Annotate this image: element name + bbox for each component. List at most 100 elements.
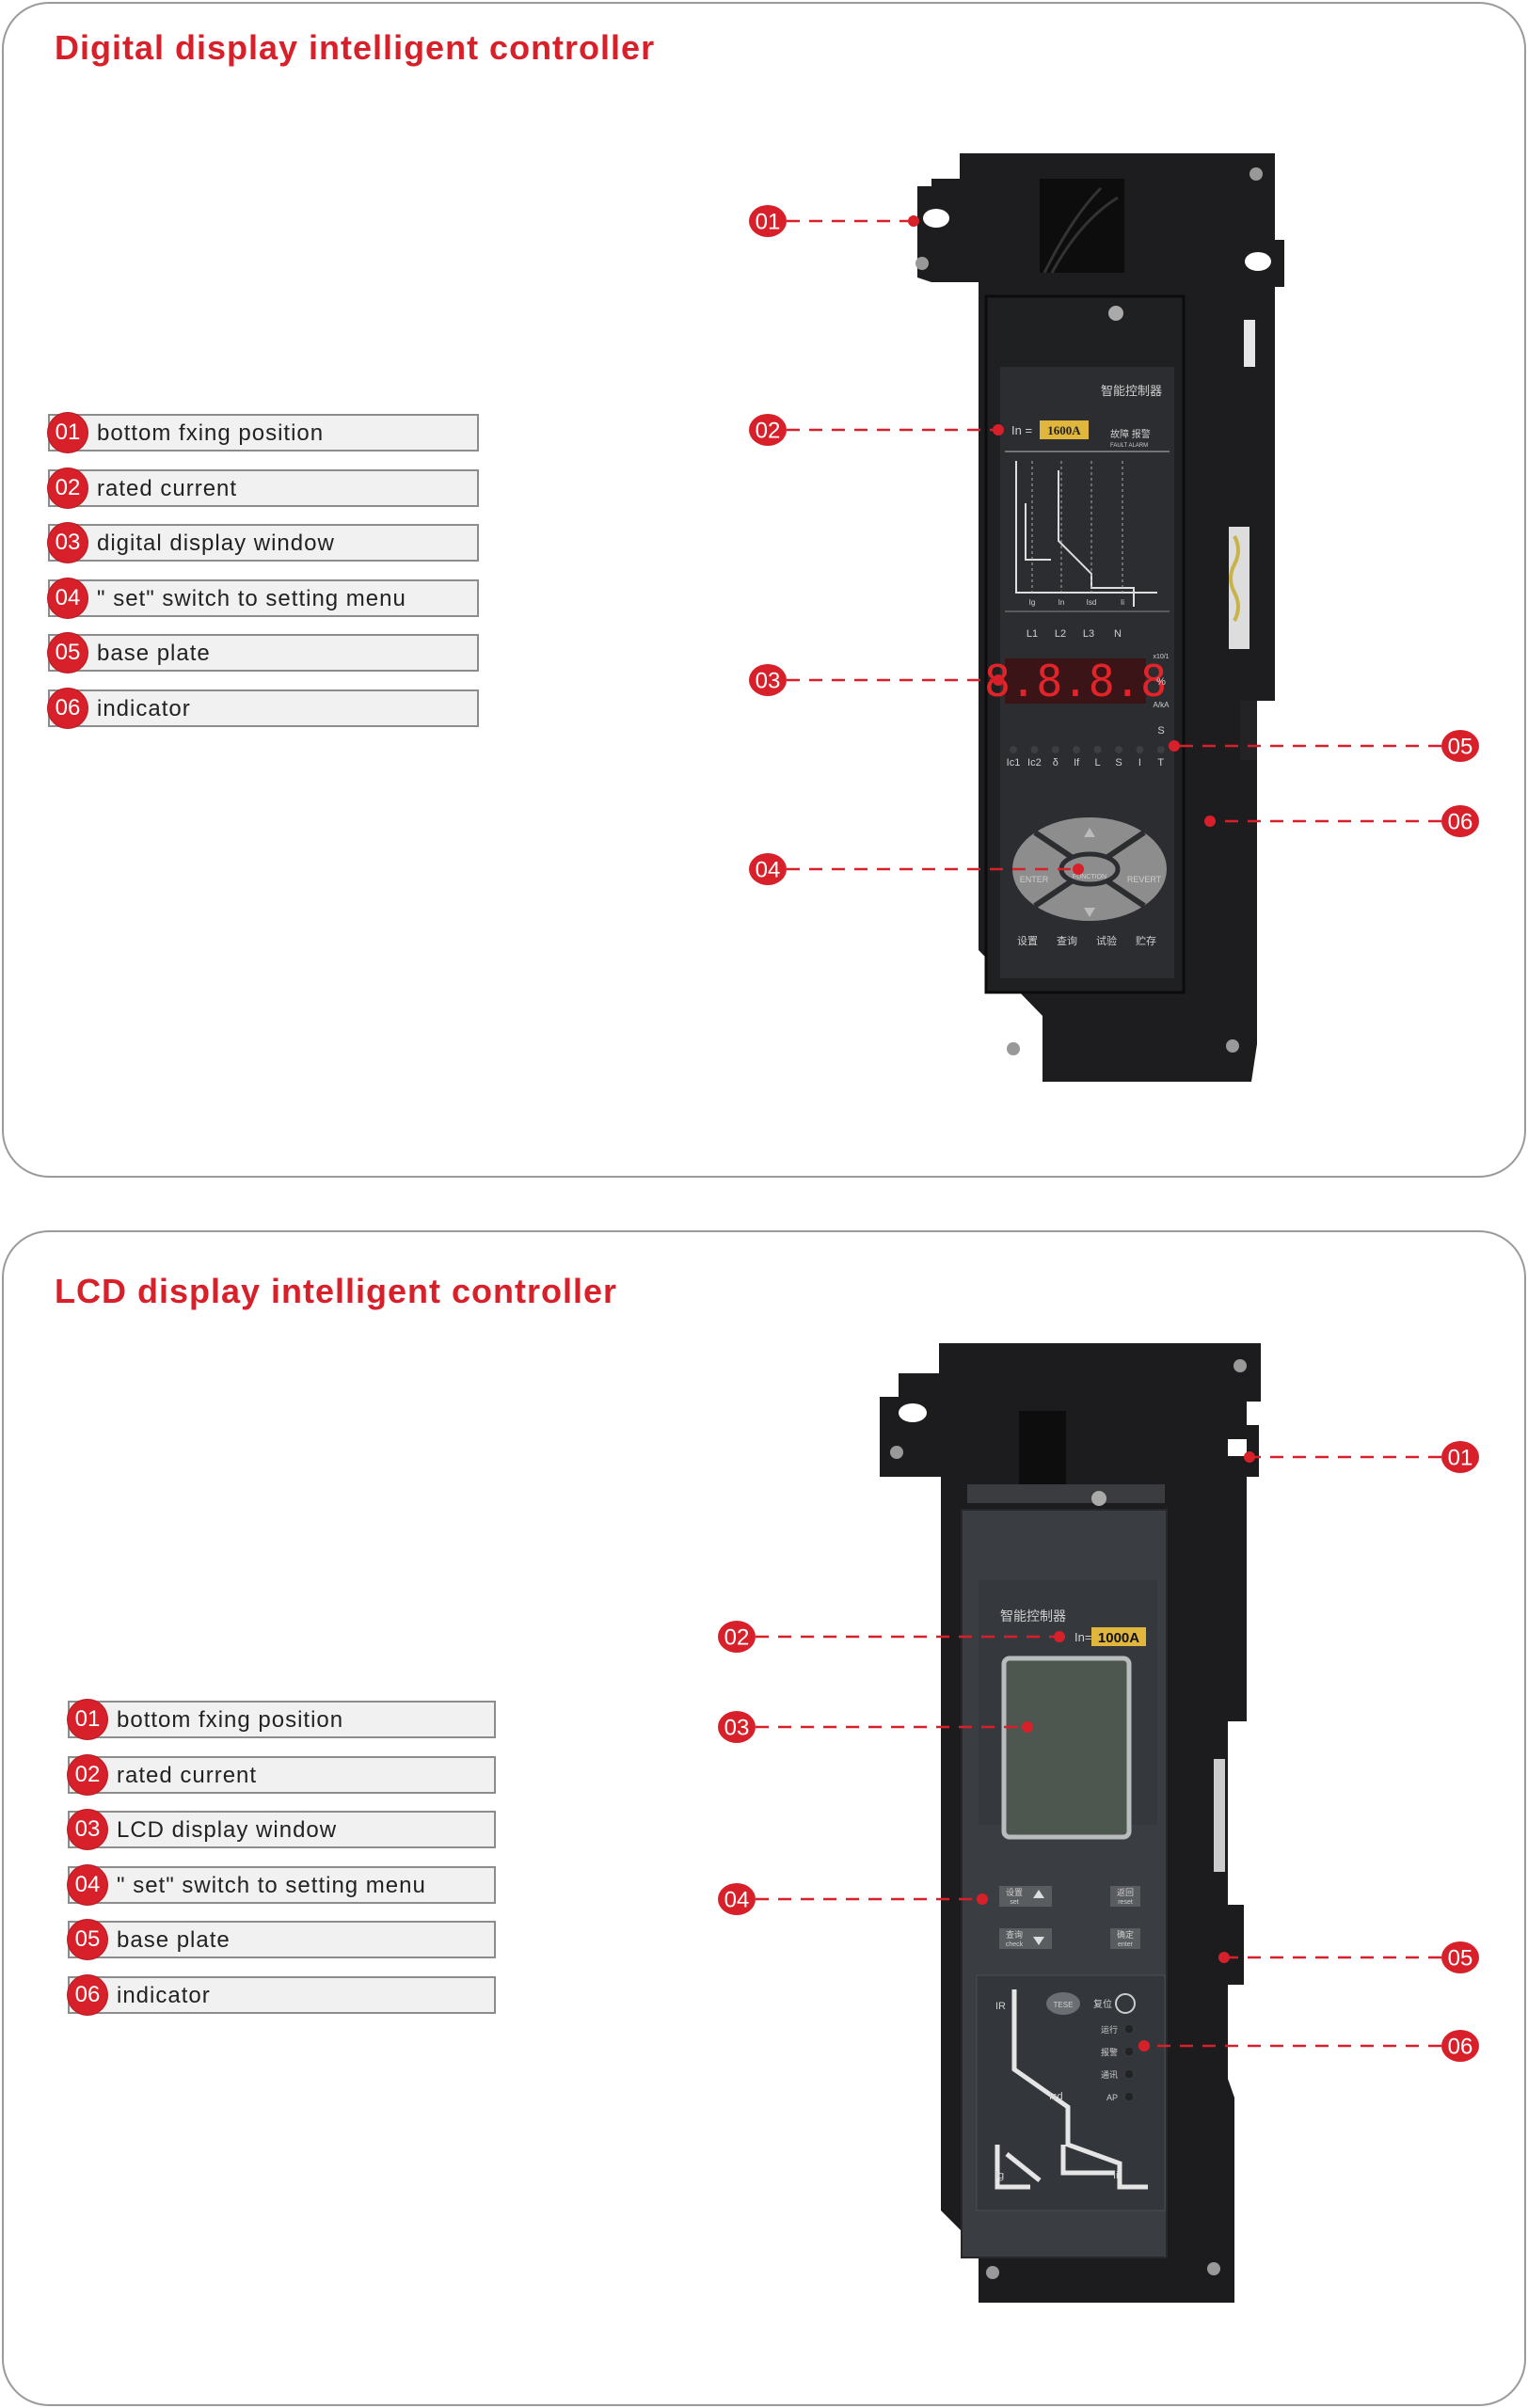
device-label: S [1115,757,1122,768]
svg-text:FUNCTION: FUNCTION [1073,874,1106,880]
svg-text:In=: In= [1074,1630,1091,1644]
device-label: IR [995,2001,1006,2012]
device-label: L3 [1083,628,1094,640]
device-label: 通讯 [1101,2070,1118,2080]
legend-item: 02 rated current [68,1754,496,1795]
legend-label: " set" switch to setting menu [97,585,406,611]
device-label: 试验 [1096,934,1117,947]
legend-number-badge: 04 [48,578,88,618]
device-label: 运行 [1101,2024,1118,2035]
callout-number: 03 [756,669,781,694]
legend-label: bottom fxing position [117,1707,344,1733]
legend-number-badge: 01 [68,1700,107,1739]
legend-label: base plate [97,641,211,667]
callout-03: 03 [718,1711,1033,1743]
legend-label: bottom fxing position [97,420,325,446]
legend-item: 06 indicator [68,1975,496,2015]
legend-label: rated current [117,1762,258,1788]
legend-item: 04" set" switch to setting menu [68,1864,496,1905]
svg-text:FAULT ALARM: FAULT ALARM [1110,443,1148,449]
legend-label: digital display window [97,531,335,557]
svg-text:REVERT: REVERT [1127,875,1162,884]
callout-04: 04 [718,1883,988,1915]
svg-text:In =: In = [1011,423,1032,437]
legend-item: 03 LCD display window [68,1810,496,1850]
device-label: T [1157,757,1164,768]
device-label: Ig [1029,598,1036,607]
device-label: Isd [1049,2091,1063,2102]
legend-label: base plate [117,1927,231,1954]
device-label: I [1138,757,1141,768]
device-label: Ig [995,2170,1004,2181]
device-label: L [1095,757,1101,768]
device-label: Ic1 [1007,757,1021,768]
svg-text:1600A: 1600A [1047,423,1081,437]
device-label: S [1157,725,1164,737]
device-label: 查询 [1006,1929,1023,1940]
device-label: check [1006,1941,1024,1948]
device-label: 确定 [1117,1929,1134,1940]
legend-label: indicator [117,1983,211,2008]
legend-number-badge: 06 [68,1975,107,2015]
legend-item: 04 " set" switch to setting menu [48,578,479,618]
callout-number: 03 [724,1716,750,1741]
callout-02: 02 [718,1621,1065,1653]
callout-number: 06 [1448,810,1473,835]
legend-number-badge: 02 [48,467,88,508]
svg-text:1000A: 1000A [1098,1630,1139,1646]
lcd-controller-image: 智能控制器 In= 1000A 设置set返回reset查询check确定ent… [880,1343,1261,2303]
legend-label: rated current [97,475,238,501]
callout-06: 06 [1204,805,1479,837]
device-label: reset [1118,1899,1133,1906]
svg-text:8.8.8.8: 8.8.8.8 [984,656,1167,706]
device-label: enter [1118,1941,1134,1948]
legend-item: 01 bottom fxing position [48,413,479,452]
svg-text:智能控制器: 智能控制器 [1101,384,1162,398]
device-label: x10/1 [1153,654,1169,660]
device-label: 设置 [1017,935,1038,947]
callout-06: 06 [1138,2030,1479,2062]
device-label: Ii [1121,598,1124,607]
device-label: N [1114,628,1122,640]
callout-05: 05 [1218,1941,1479,1973]
legend-number-badge: 02 [68,1754,107,1795]
device-label: L1 [1027,628,1038,640]
legend-number-badge: 05 [68,1920,107,1960]
legend-item: 05 base plate [48,633,479,673]
svg-text:智能控制器: 智能控制器 [1000,1608,1066,1624]
callout-number: 06 [1448,2035,1473,2060]
callout-number: 04 [756,858,781,883]
section-title: Digital display intelligent controller [55,28,656,67]
device-label: In [1058,598,1065,607]
device-label: % [1156,676,1166,688]
legend-label: indicator [97,696,191,721]
device-label: If [1074,757,1080,768]
device-label: δ [1053,757,1058,768]
device-label: set [1010,1899,1018,1906]
callout-number: 01 [756,210,781,235]
legend-number-badge: 05 [48,633,88,673]
callout-03: 03 [749,664,1004,696]
device-label: 贮存 [1136,934,1156,947]
legend-number-badge: 04 [68,1864,107,1905]
callout-number: 04 [724,1888,750,1913]
legend-item: 01 bottom fxing position [68,1700,496,1739]
legend-label: LCD display window [117,1817,338,1844]
callout-number: 02 [756,419,781,444]
callout-05: 05 [1169,730,1479,762]
svg-text:复位: 复位 [1093,1998,1112,2010]
callout-number: 05 [1448,735,1473,760]
legend-number-badge: 01 [48,413,88,452]
device-label: Ii [1113,2170,1119,2181]
legend-number-badge: 03 [68,1810,107,1850]
callout-01: 01 [1244,1441,1479,1473]
callout-01: 01 [749,205,919,237]
callout-number: 01 [1448,1446,1473,1471]
section-title: LCD display intelligent controller [55,1272,618,1310]
device-label: L2 [1055,628,1066,640]
device-label: A/kA [1154,701,1170,709]
legend-item: 05 base plate [68,1920,496,1960]
